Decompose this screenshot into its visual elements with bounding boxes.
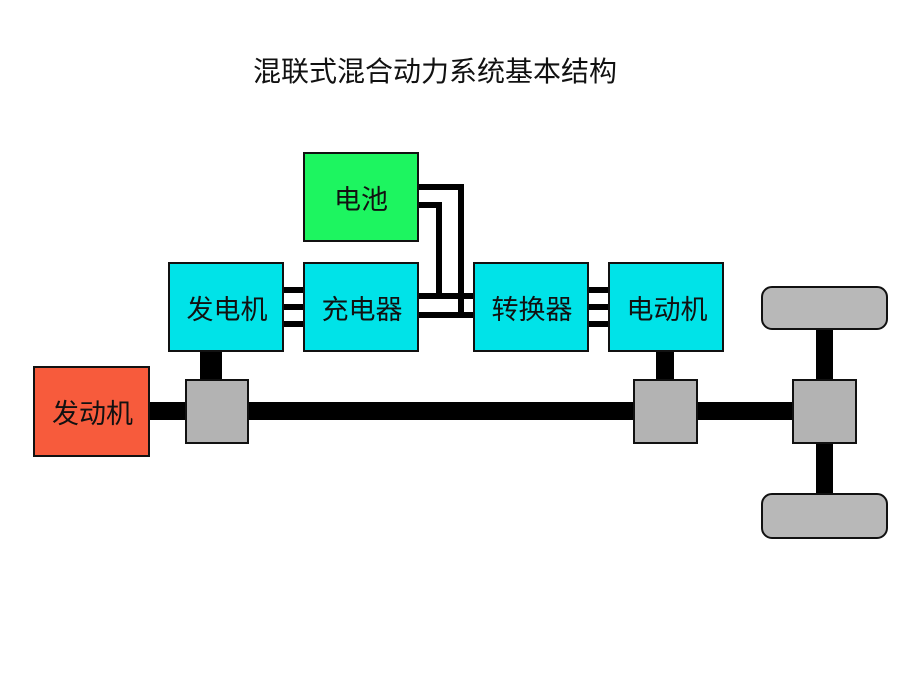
link-battery-converter: [418, 184, 464, 318]
engine-box: [33, 366, 150, 457]
diagram-title: 混联式混合动力系统基本结构: [252, 55, 617, 88]
generator-box: [168, 262, 284, 352]
motor-box: [608, 262, 724, 352]
wheel-top: [761, 286, 888, 330]
link-generator-charger: [283, 287, 305, 327]
link-converter-motor: [588, 287, 610, 327]
power-coupler-1: [185, 379, 249, 444]
link-charger-converter: [418, 293, 475, 318]
differential: [792, 379, 857, 444]
wheel-bottom: [761, 493, 888, 539]
charger-box: [303, 262, 419, 352]
converter-box: [473, 262, 589, 352]
motor-shaft: [656, 350, 674, 382]
generator-shaft: [200, 350, 222, 382]
power-coupler-2: [633, 379, 698, 444]
battery-box: [303, 152, 419, 242]
